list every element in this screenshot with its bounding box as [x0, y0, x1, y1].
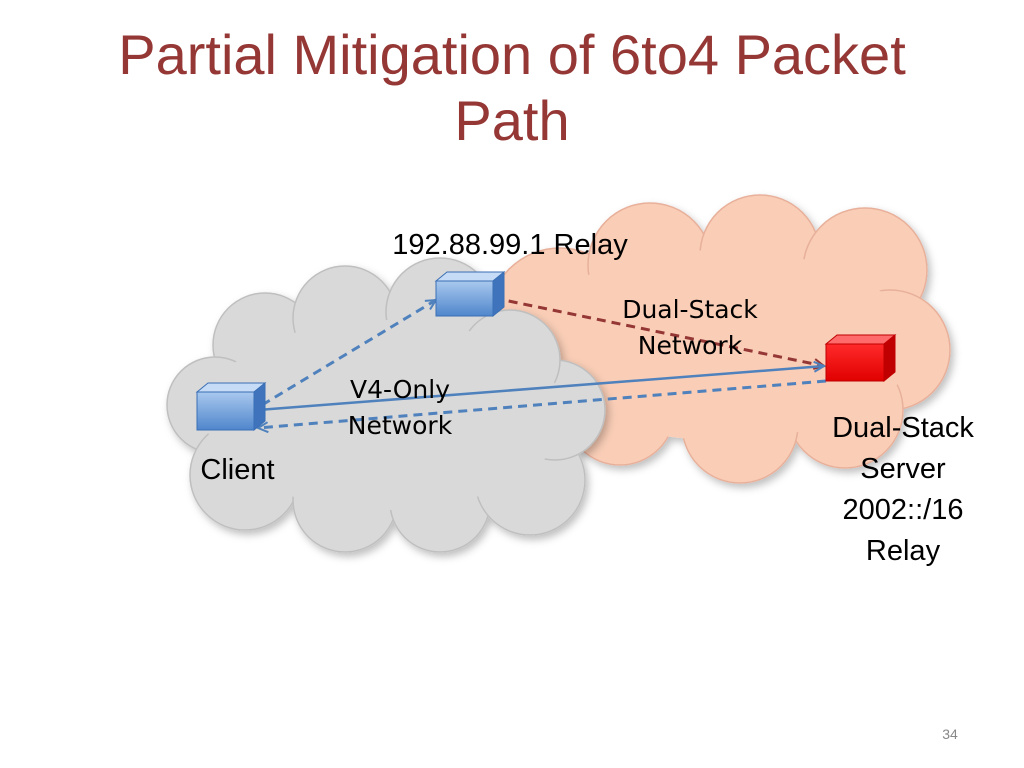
client-label: Client: [200, 454, 275, 486]
server-node-icon: [824, 333, 897, 383]
dual-stack-network-label-line2: Network: [637, 331, 743, 360]
v4-only-network-label-line2: Network: [347, 411, 453, 440]
solid-path-client-to-server: [257, 366, 824, 412]
v4-only-network-label: V4-Only Network: [320, 372, 480, 444]
dashed-path-relay-to-server: [493, 296, 824, 366]
server-label-line2: Server: [860, 453, 946, 485]
v4-only-network-label-line1: V4-Only: [350, 375, 450, 404]
relay-node-icon: [434, 270, 506, 318]
server-label-line4: Relay: [865, 535, 941, 567]
server-label-line1: Dual-Stack: [832, 412, 974, 444]
dual-stack-network-label-line1: Dual-Stack: [622, 295, 758, 324]
dual-stack-network-label: Dual-Stack Network: [600, 292, 780, 364]
slide-title-line1: Partial Mitigation of 6to4 Packet: [118, 23, 906, 86]
slide-title-line2: Path: [454, 89, 570, 152]
page-number: 34: [942, 726, 958, 742]
server-label-line3: 2002::/16: [842, 494, 964, 526]
relay-label: 192.88.99.1 Relay: [392, 229, 628, 261]
dashed-path-client-to-relay: [261, 298, 436, 407]
dashed-path-server-to-client: [258, 379, 827, 428]
client-node-icon: [195, 381, 267, 432]
slide-title: Partial Mitigation of 6to4 Packet Path: [40, 22, 984, 154]
server-label: Dual-Stack Server 2002::/16 Relay: [808, 408, 998, 572]
